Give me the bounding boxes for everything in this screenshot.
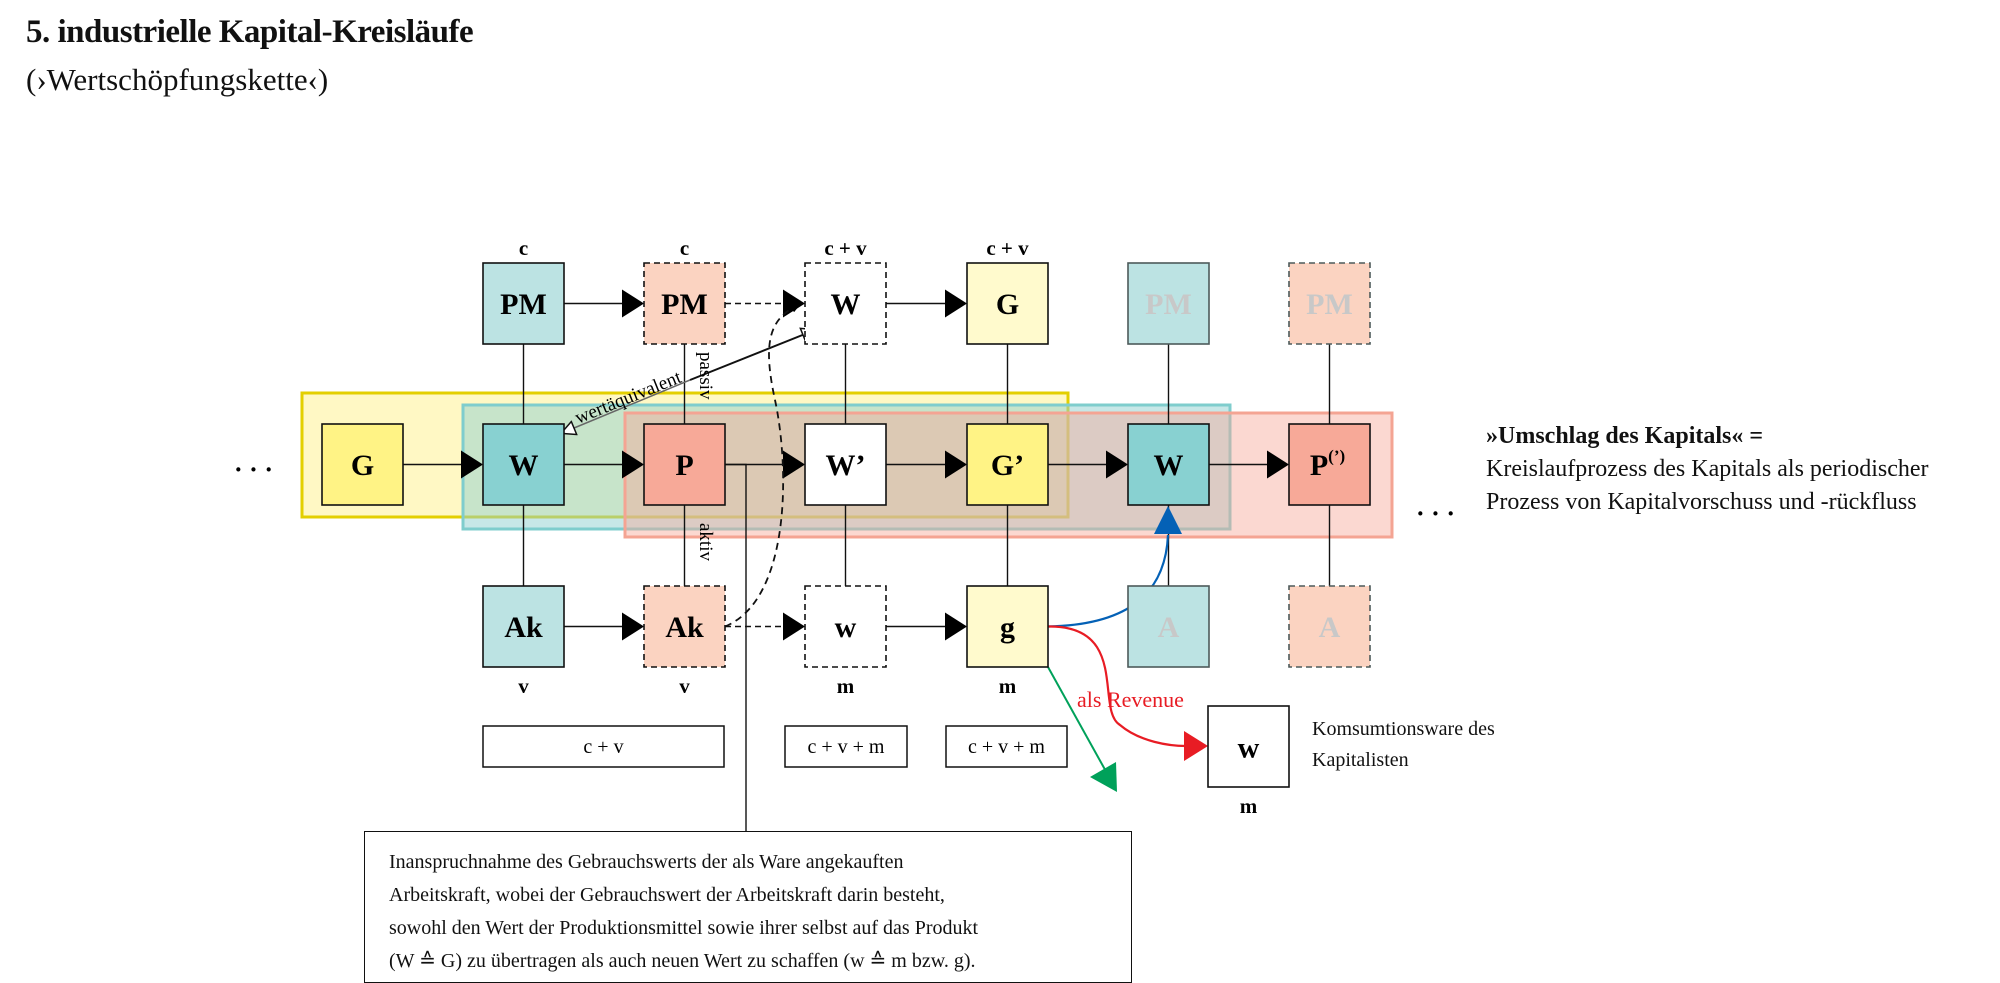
middle-box-g: G [321,423,404,506]
middle-box-g-label: G [351,449,374,482]
side-note-heading: »Umschlag des Kapitals« = [1486,423,1764,449]
column-label-bottom: m [999,674,1017,698]
value-sum-label: c + v + m [808,736,885,758]
top-box-pm-label: PM [1306,288,1353,321]
middle-box-p: P [643,423,726,506]
top-box-pm-label: PM [500,288,547,321]
middle-box-p-label: P [675,449,693,482]
bottom-box-ak: Ak [643,585,726,668]
bottom-box-w-label: w [835,611,857,644]
column-label-top: c + v [824,236,867,260]
bottom-box-a: A [1127,585,1210,668]
bottom-box-w: w [804,585,887,668]
top-box-g: G [966,262,1049,345]
value-sum-label: c + v [583,736,623,758]
value-equivalent-arrow-up [689,330,815,381]
labor-transfer-dashed-curve [724,303,801,628]
value-sum-box: c + v + m [945,725,1068,768]
note-line: sowohl den Wert der Produktionsmittel so… [389,917,979,939]
column-label-top: c [519,236,528,260]
middle-box-w-label: W [509,449,539,482]
flow-arrow-top-arrowhead [945,289,967,318]
side-note-line: Kreislaufprozess des Kapitals als period… [1486,456,1929,482]
middle-box-w: W [482,423,565,506]
page-title: 5. industrielle Kapital-Kreisläufe [26,14,474,50]
labor-power-note-box: Inanspruchnahme des Gebrauchswerts der a… [364,831,1132,983]
top-box-pm: PM [643,262,726,345]
column-label-bottom: v [518,674,529,698]
active-label: aktiv [695,523,716,561]
top-box-g-label: G [996,288,1019,321]
flow-arrow-middle-arrowhead [622,450,644,479]
flow-arrow-middle-arrowhead [783,450,805,479]
middle-box-w-label: W’ [826,449,866,482]
top-box-pm: PM [1288,262,1371,345]
middle-box-g: G’ [966,423,1049,506]
revenue-label: als Revenue [1077,687,1184,712]
consumption-note-line: Kapitalisten [1312,749,1409,771]
column-label-top: c + v [986,236,1029,260]
flow-arrow-middle-arrowhead [1267,450,1289,479]
consumption-goods-label: w [1238,732,1260,765]
bottom-box-ak-label: Ak [504,611,543,644]
accumulation-arrow-line [1047,666,1109,776]
column-label-bottom: v [679,674,690,698]
note-line: Arbeitskraft, wobei der Gebrauchswert de… [389,884,945,906]
passive-label: passiv [695,352,716,400]
middle-box-g-label: G’ [991,449,1024,482]
consumption-note: Komsumtionsware des Kapitalisten [1312,714,1495,776]
bottom-box-g-label: g [1000,611,1015,644]
ellipsis-right: · · · [1416,499,1455,528]
bottom-box-a: A [1288,585,1371,668]
revenue-arrowhead [1184,731,1208,761]
flow-arrow-bottom-arrowhead [622,612,644,641]
bottom-box-ak-label: Ak [665,611,704,644]
top-box-pm: PM [1127,262,1210,345]
consumption-goods-col-label: m [1240,794,1258,818]
ellipsis-left: · · · [234,455,273,484]
flow-arrow-bottom-dashed-arrowhead [783,612,805,641]
consumption-note-line: Komsumtionsware des [1312,718,1495,740]
bottom-box-a-label: A [1158,611,1180,644]
value-equivalent-arrow-down [562,379,691,433]
middle-box-w: W [1127,423,1210,506]
middle-box-w: W’ [804,423,887,506]
middle-box-p: P(’) [1288,423,1371,506]
note-line: Inanspruchnahme des Gebrauchswerts der a… [389,851,904,873]
column-label-bottom: m [837,674,855,698]
revenue-curve [1047,625,1187,748]
consumption-goods-box: w [1207,705,1290,788]
top-box-pm: PM [482,262,565,345]
middle-box-w-label: W [1154,449,1184,482]
top-box-pm-label: PM [661,288,708,321]
top-box-w: W [804,262,887,345]
bottom-box-ak: Ak [482,585,565,668]
side-note: »Umschlag des Kapitals« = Kreislaufproze… [1486,420,1929,519]
flow-arrow-middle-arrowhead [1106,450,1128,479]
flow-arrow-bottom-arrowhead [945,612,967,641]
value-sum-box: c + v + m [784,725,908,768]
side-note-line: Prozess von Kapitalvorschuss und -rückfl… [1486,489,1917,515]
value-sum-label: c + v + m [968,736,1045,758]
accumulation-arrowhead [1090,762,1117,792]
note-line: (W ≙ G) zu übertragen als auch neuen Wer… [389,950,976,972]
page-subtitle: (›Wertschöpfungskette‹) [26,62,329,97]
bottom-box-a-label: A [1319,611,1341,644]
value-sum-box: c + v [482,725,725,768]
flow-arrow-middle-arrowhead [461,450,483,479]
top-box-pm-label: PM [1145,288,1192,321]
bottom-box-g: g [966,585,1049,668]
flow-arrow-middle-arrowhead [945,450,967,479]
top-box-w-label: W [831,288,861,321]
column-label-top: c [680,236,689,260]
reinvestment-arrowhead [1154,506,1182,534]
flow-arrow-top-arrowhead [622,289,644,318]
